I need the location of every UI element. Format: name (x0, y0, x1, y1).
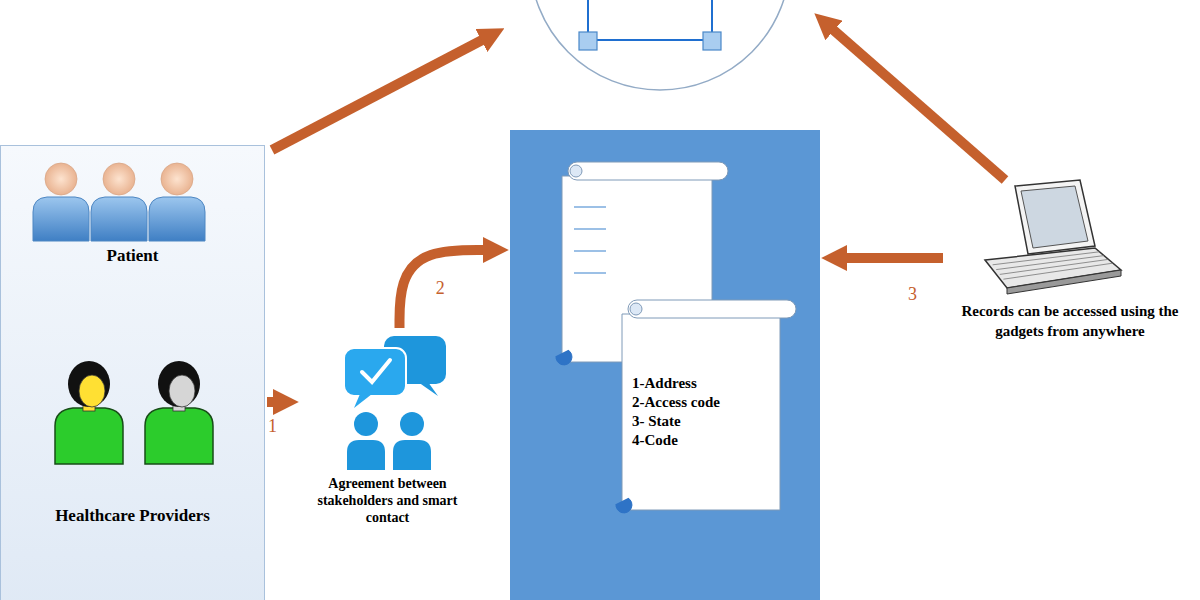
scroll-line (574, 272, 606, 273)
provider-hair (158, 361, 200, 407)
node-text: Patient (1, 246, 264, 266)
actor-panel: PatientHealthcare Providers (0, 145, 265, 600)
node-text: Records can be accessed using the gadget… (945, 298, 1195, 345)
node-text: Healthcare Providers (1, 506, 264, 526)
network-block (703, 32, 721, 50)
access-device-node: Records can be accessed using the gadget… (945, 178, 1195, 345)
scroll-line (574, 250, 606, 251)
upload-arrow (272, 38, 486, 150)
patient-body (91, 197, 147, 241)
flow-arrow (400, 250, 489, 328)
provider-body (55, 408, 123, 464)
smart-contract-panel: 1-Address2-Access code3- State4-Code (510, 130, 820, 600)
network-block (579, 32, 597, 50)
step-number: 1 (268, 417, 277, 435)
scroll-curl (630, 303, 642, 315)
flow-arrow (267, 397, 278, 407)
node-text: 1-Address (632, 374, 782, 393)
scroll-sheet (622, 314, 780, 510)
scroll-roll (628, 300, 796, 318)
node-text: 2-Access code (632, 393, 782, 412)
person-body (393, 440, 431, 470)
patient-body (149, 197, 205, 241)
code-list: 1-Address2-Access code3- State4-Code (632, 374, 782, 450)
contract-scroll (616, 300, 796, 513)
scroll-curl (556, 350, 572, 365)
patient-head (103, 163, 135, 195)
person-head (354, 412, 378, 436)
scroll-illustration (510, 130, 820, 600)
node-text: Agreement between stakeholders and smart… (300, 472, 475, 530)
provider-face (79, 375, 105, 407)
provider-hair (68, 361, 110, 407)
patient-head (45, 163, 77, 195)
actors-illustration (1, 146, 266, 600)
step-number: 2 (436, 279, 445, 297)
person-body (347, 440, 385, 470)
network-circle (530, 0, 790, 90)
blockchain-circle (530, 0, 790, 90)
speech-tail (354, 394, 372, 408)
scroll-line (574, 228, 606, 229)
laptop-edge (1007, 270, 1121, 294)
step-number: 3 (908, 285, 917, 303)
speech-bubble (344, 348, 406, 396)
provider-body (145, 408, 213, 464)
patient-body (33, 197, 89, 241)
node-text: 4-Code (632, 431, 782, 450)
person-head (400, 412, 424, 436)
flow-arrow (842, 253, 943, 263)
agreement-node: Agreement between stakeholders and smart… (300, 330, 475, 530)
check-mark (362, 360, 390, 382)
laptop-display (1021, 186, 1088, 248)
access-arrow (830, 27, 1005, 180)
laptop-screen (1015, 180, 1095, 254)
node-text: 3- State (632, 412, 782, 431)
network-link (588, 0, 712, 40)
speech-tail (418, 382, 438, 396)
laptop-icon (945, 178, 1195, 298)
patient-head (161, 163, 193, 195)
scroll-curl (616, 498, 632, 513)
provider-face (169, 375, 195, 407)
agreement-icon (300, 330, 475, 472)
scroll-roll (568, 162, 728, 180)
scroll-curl (570, 165, 582, 177)
keyboard-row (1003, 263, 1112, 279)
scroll-line (574, 206, 606, 207)
